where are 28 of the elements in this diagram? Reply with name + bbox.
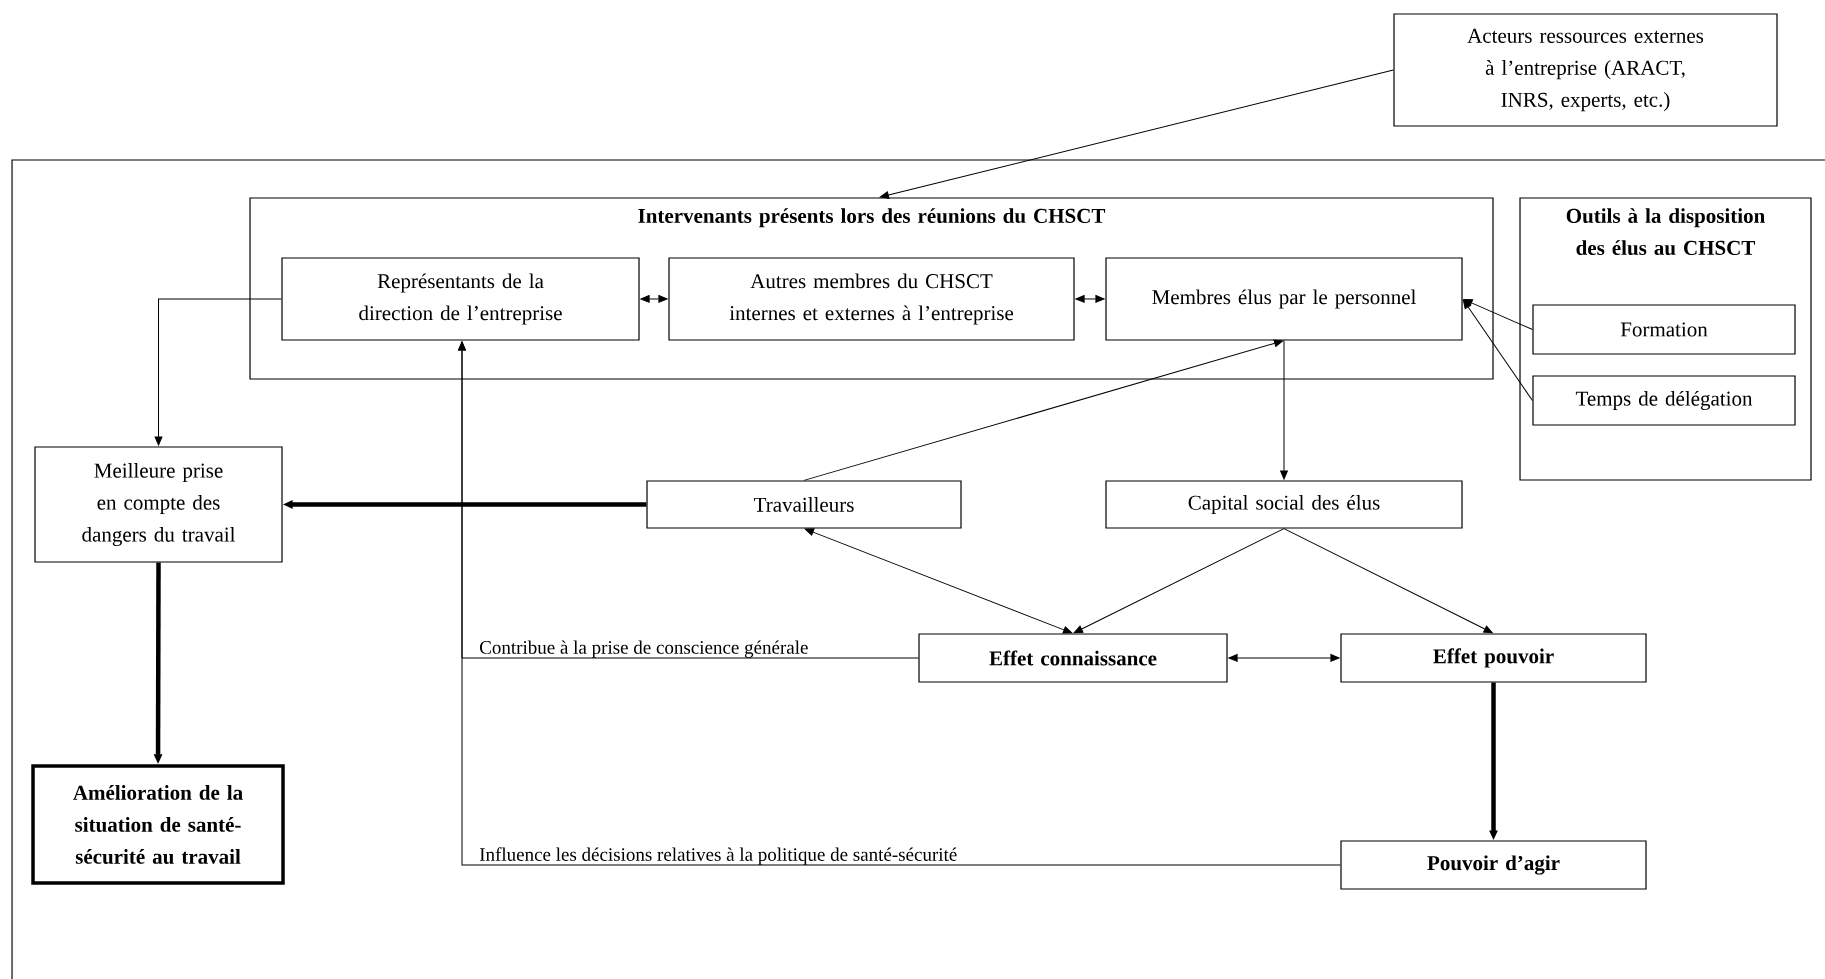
process-box: Membres élus par le personnel — [1105, 257, 1463, 341]
arrow — [1228, 654, 1340, 662]
process-box: Pouvoir d’agir — [1340, 840, 1647, 890]
arrow — [803, 339, 1284, 481]
process-box: Effet pouvoir — [1340, 633, 1647, 683]
process-box: Amélioration de la situation de santé-sécurité au travail — [31, 764, 285, 885]
arrow — [1073, 528, 1285, 634]
process-box: Capital social des élus — [1105, 480, 1463, 529]
arrow — [1075, 295, 1105, 303]
process-box: Travailleurs — [646, 480, 962, 529]
arrow — [1463, 299, 1533, 330]
arrow — [458, 341, 1341, 866]
arrow — [1283, 528, 1493, 634]
arrow — [1462, 299, 1533, 401]
process-box: Effet connaissance — [918, 633, 1228, 683]
process-box: Acteurs ressources externes à l’entreprise (ARACT, INRS, experts, etc.) — [1393, 13, 1778, 127]
process-box: Meilleure prise en compte des dangers du travail — [34, 446, 283, 563]
arrow — [879, 69, 1394, 199]
process-box: Temps de délégation — [1532, 375, 1796, 426]
arrow — [1280, 340, 1288, 480]
process-box: Représentants de la direction de l’entreprise — [281, 257, 640, 341]
arrow — [640, 295, 668, 303]
arrow — [804, 528, 1073, 634]
process-box: Autres membres du CHSCT internes et externes à l’entreprise — [668, 257, 1075, 341]
process-box: Formation — [1532, 304, 1796, 355]
arrow — [154, 298, 282, 446]
edge-label: Contribue à la prise de conscience générale — [480, 640, 808, 658]
edge-label: Influence les décisions relatives à la politique de santé-sécurité — [479, 847, 957, 865]
